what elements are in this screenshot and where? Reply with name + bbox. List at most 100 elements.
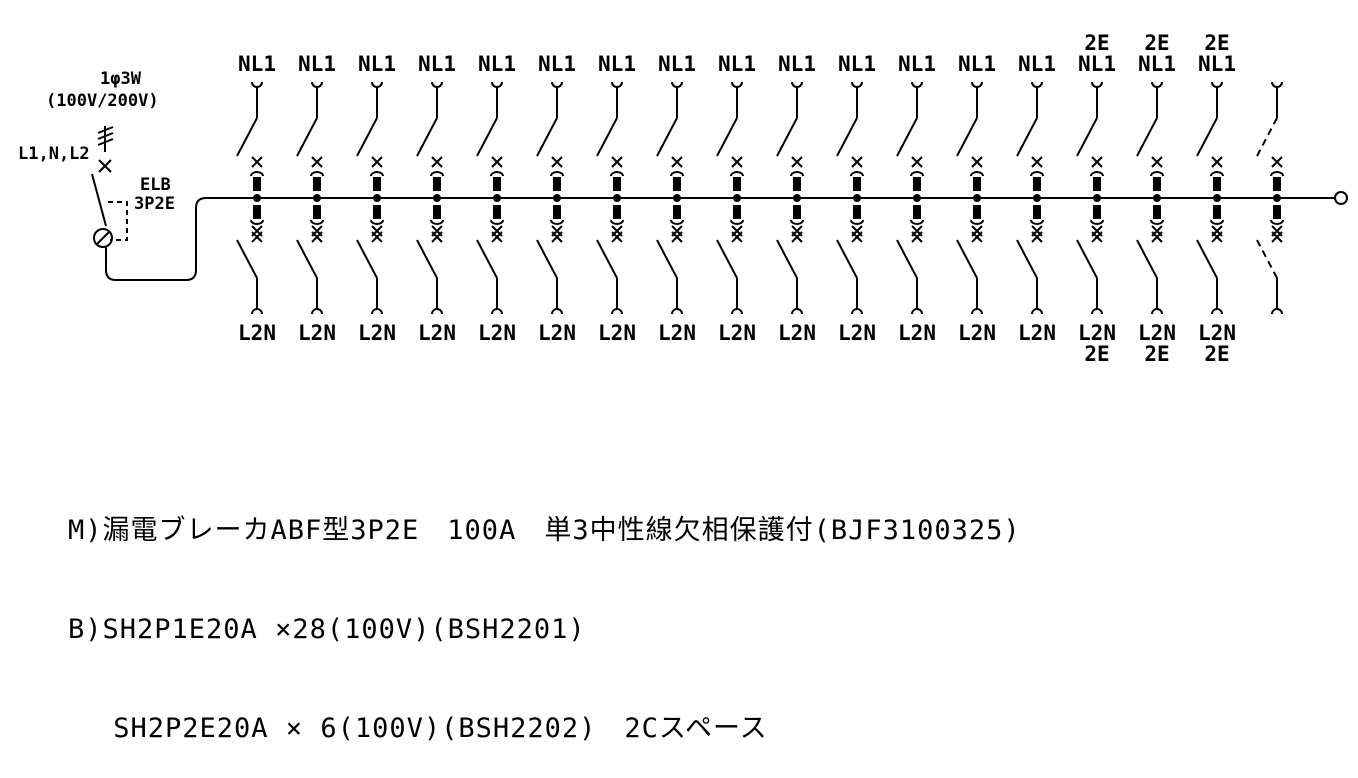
top-label: NL1 — [478, 52, 516, 76]
top-contact-x — [611, 156, 623, 168]
bottom-terminal — [671, 308, 683, 315]
top-fuse-body — [1093, 177, 1101, 191]
bottom-extra-label: 2E — [1084, 342, 1109, 366]
top-fuse-cap — [310, 171, 324, 177]
bottom-contact-x — [491, 231, 503, 243]
top-label: NL1 — [1138, 52, 1176, 76]
top-contact-x — [371, 156, 383, 168]
top-label: NL1 — [898, 52, 936, 76]
bottom-contact-x — [551, 231, 563, 243]
bottom-switch-blade — [656, 239, 678, 279]
top-contact-x — [791, 156, 803, 168]
top-terminal — [731, 81, 743, 88]
top-terminal — [1091, 81, 1103, 88]
bottom-switch-blade — [536, 239, 558, 279]
top-fuse-cap — [730, 171, 744, 177]
bottom-label: L2N — [478, 321, 516, 345]
top-label: NL1 — [1018, 52, 1056, 76]
bottom-fuse-body — [793, 205, 801, 219]
bottom-fuse-body — [1213, 205, 1221, 219]
bottom-terminal — [251, 308, 263, 315]
bottom-fuse-body — [913, 205, 921, 219]
top-fuse-cap — [910, 171, 924, 177]
top-label: NL1 — [418, 52, 456, 76]
top-switch-blade — [476, 117, 498, 157]
supply-voltage-label: (100V/200V) — [46, 91, 159, 111]
bus-junction — [1033, 194, 1041, 202]
top-label: NL1 — [238, 52, 276, 76]
bottom-fuse-body — [1153, 205, 1161, 219]
top-contact-x — [671, 156, 683, 168]
bottom-terminal — [551, 308, 563, 315]
bottom-terminal — [1151, 308, 1163, 315]
bus-junction — [973, 194, 981, 202]
top-fuse-cap — [850, 171, 864, 177]
top-terminal — [1271, 81, 1283, 88]
top-switch-blade — [536, 117, 558, 157]
top-fuse-body — [973, 177, 981, 191]
bottom-fuse-body — [1273, 205, 1281, 219]
bottom-label: L2N — [1198, 321, 1236, 345]
top-fuse-body — [733, 177, 741, 191]
bottom-contact-x — [1271, 231, 1283, 243]
top-switch-blade — [836, 117, 858, 157]
bottom-label: L2N — [358, 321, 396, 345]
top-contact-x — [1271, 156, 1283, 168]
top-terminal — [971, 81, 983, 88]
bottom-label: L2N — [1138, 321, 1176, 345]
top-switch-blade — [956, 117, 978, 157]
bottom-switch-blade — [716, 239, 738, 279]
bottom-terminal — [731, 308, 743, 315]
top-switch-blade — [1076, 117, 1098, 157]
top-terminal — [431, 81, 443, 88]
bottom-label: L2N — [538, 321, 576, 345]
elb-trip-coil — [93, 228, 113, 248]
bottom-fuse-body — [853, 205, 861, 219]
top-terminal — [311, 81, 323, 88]
bottom-fuse-cap — [430, 219, 444, 225]
top-fuse-cap — [370, 171, 384, 177]
bus-junction — [433, 194, 441, 202]
bottom-fuse-cap — [970, 219, 984, 225]
bottom-fuse-cap — [910, 219, 924, 225]
top-switch-blade — [1256, 117, 1278, 157]
top-contact-x — [971, 156, 983, 168]
top-terminal — [371, 81, 383, 88]
bus-junction — [253, 194, 261, 202]
bottom-contact-x — [731, 231, 743, 243]
top-fuse-cap — [430, 171, 444, 177]
bottom-label: L2N — [958, 321, 996, 345]
spec-line-branch-2e: SH2P2E20A × 6(100V)(BSH2202) 2Cスペース — [68, 713, 768, 744]
top-label: NL1 — [1198, 52, 1236, 76]
bottom-switch-blade — [1016, 239, 1038, 279]
bottom-extra-label: 2E — [1204, 342, 1229, 366]
bottom-label: L2N — [658, 321, 696, 345]
top-extra-label: 2E — [1144, 31, 1169, 55]
top-terminal — [791, 81, 803, 88]
top-switch-blade — [656, 117, 678, 157]
top-fuse-cap — [790, 171, 804, 177]
bottom-switch-blade — [416, 239, 438, 279]
bottom-fuse-cap — [1030, 219, 1044, 225]
panel-wiring-diagram: 1φ3W (100V/200V) L1,N,L2 ELB 3P2E NL1L2N… — [18, 31, 1348, 366]
bottom-label: L2N — [1018, 321, 1056, 345]
top-terminal — [1211, 81, 1223, 88]
bottom-label: L2N — [598, 321, 636, 345]
top-terminal — [551, 81, 563, 88]
top-terminal — [251, 81, 263, 88]
bottom-switch-blade — [1196, 239, 1218, 279]
bottom-switch-blade — [356, 239, 378, 279]
top-fuse-body — [613, 177, 621, 191]
bottom-fuse-body — [733, 205, 741, 219]
top-switch-blade — [1136, 117, 1158, 157]
spec-line-main-breaker: M)漏電ブレーカABF型3P2E 100A 単3中性線欠相保護付(BJF3100… — [68, 515, 1021, 546]
wire-tick — [97, 126, 114, 134]
bottom-fuse-cap — [490, 219, 504, 225]
bottom-fuse-cap — [550, 219, 564, 225]
bottom-contact-x — [311, 231, 323, 243]
